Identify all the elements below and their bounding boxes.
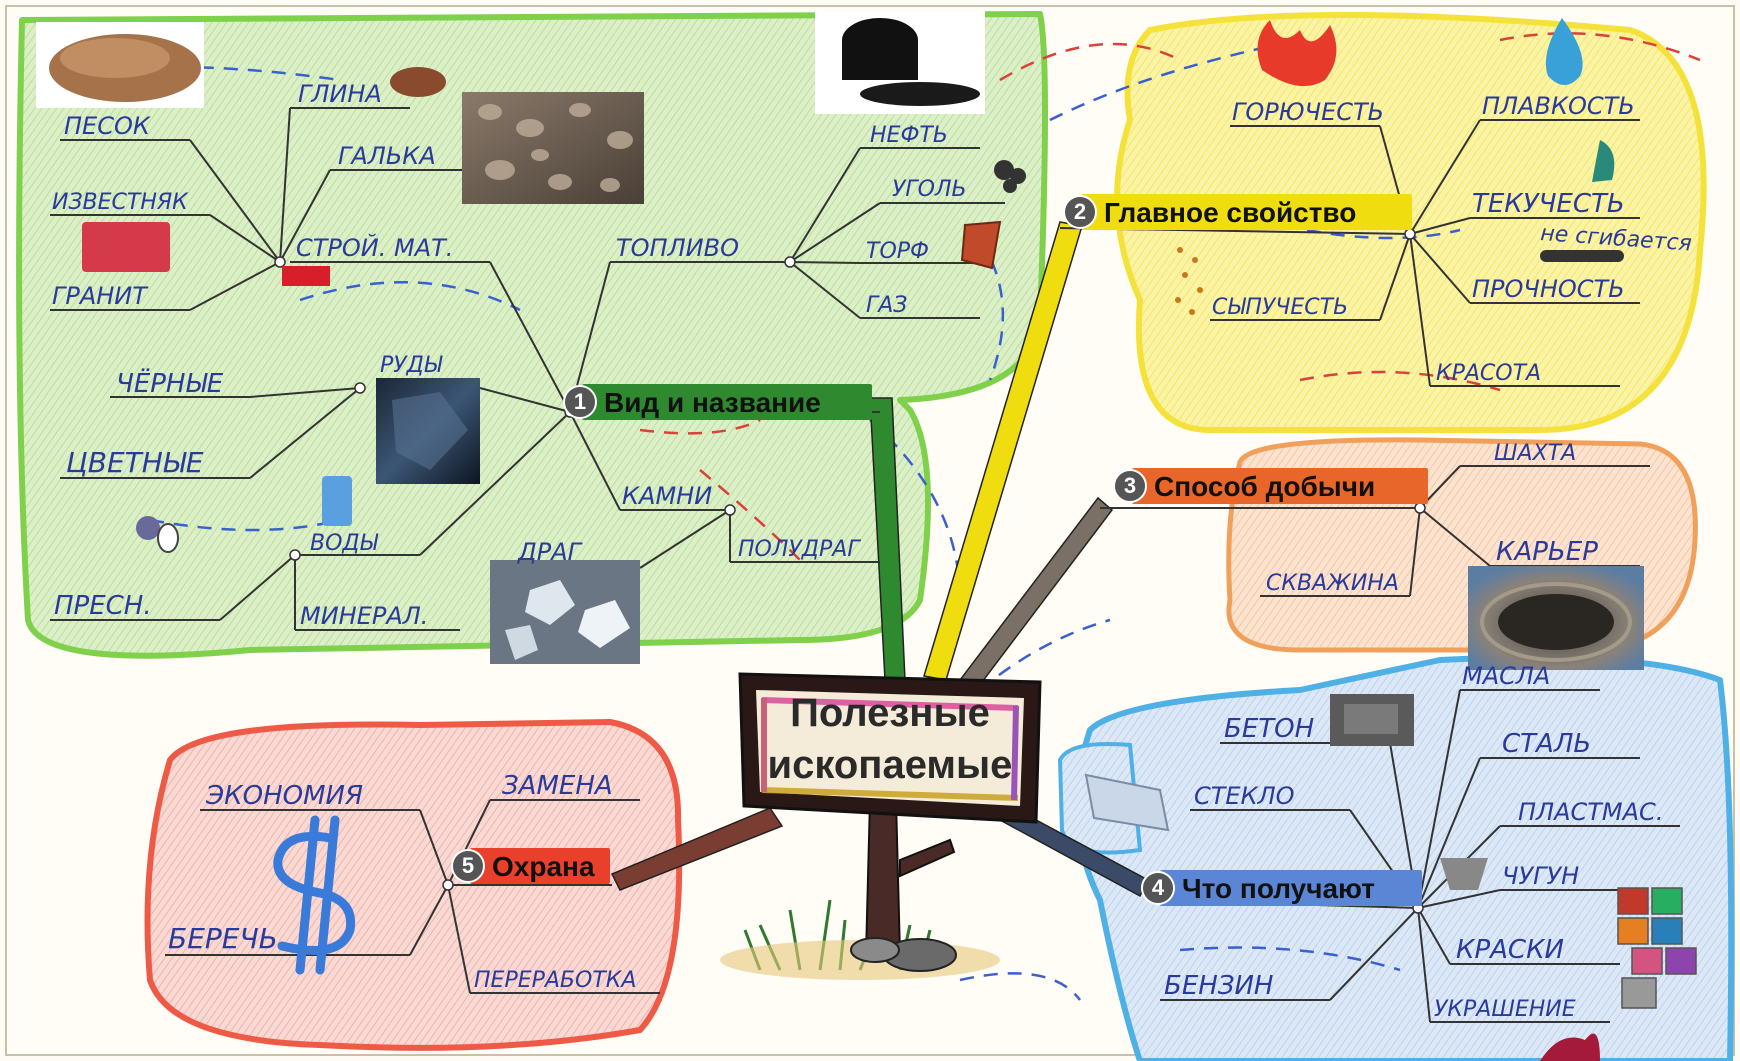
glass-picture [1084, 773, 1170, 832]
branch-b2-number: 2 [1074, 199, 1086, 224]
branch-1-badge [563, 384, 872, 420]
jewel-drawing [1540, 1033, 1600, 1061]
node-torf: ТОРФ [866, 239, 929, 264]
branch-junctions [274, 228, 1426, 914]
branch-b5-label: Охрана [492, 851, 595, 882]
sand-pile-picture [36, 22, 204, 108]
node-poludrag: ПОЛУДРАГ [738, 537, 861, 562]
cup-drawing [1440, 858, 1488, 890]
pebbles-photo [462, 92, 644, 204]
flame-drawing [1257, 20, 1337, 87]
node-berech: БЕРЕЧЬ [168, 922, 278, 955]
node-steklo: СТЕКЛО [1194, 782, 1295, 810]
branch-b1-number: 1 [574, 389, 586, 414]
node-plastmas: ПЛАСТМАС. [1518, 798, 1663, 826]
signpost [720, 672, 1042, 980]
node-ukrashenie: УКРАШЕНИЕ [1434, 997, 1576, 1022]
coal-picture [994, 160, 1026, 193]
node-vody: ВОДЫ [310, 531, 379, 556]
branch-b2-label: Главное свойство [1104, 197, 1356, 228]
water-drop-drawing [1545, 18, 1583, 85]
node-neft: НЕФТЬ [870, 123, 948, 148]
node-shakhta: ШАХТА [1494, 441, 1576, 466]
center-title-line1: Полезные [790, 691, 990, 735]
node-toplivo: ТОПЛИВО [616, 234, 739, 262]
paint-cans-picture [1617, 887, 1697, 1009]
red-region [144, 719, 683, 1051]
node-zamena: ЗАМЕНА [502, 771, 613, 801]
branch-b4-label: Что получают [1182, 873, 1375, 904]
node-prochnost: ПРОЧНОСТЬ [1472, 275, 1625, 303]
node-chernye: ЧЁРНЫЕ [116, 367, 224, 399]
branch-4-badge [1141, 870, 1422, 906]
node-ugol: УГОЛЬ [892, 177, 967, 202]
node-gaz: ГАЗ [866, 293, 907, 318]
node-mineral: МИНЕРАЛ. [300, 602, 428, 630]
diamonds-photo [490, 560, 640, 664]
node-pererabotka: ПЕРЕРАБОТКА [474, 968, 636, 993]
trunk-5 [610, 807, 784, 891]
node-izvestnyak: ИЗВЕСТНЯК [52, 190, 189, 215]
concrete-picture [1330, 694, 1414, 746]
branch-b3-label: Способ добычи [1154, 471, 1375, 502]
oil-barrel-picture [815, 10, 985, 114]
branch-3-badge [1113, 468, 1428, 504]
node-sypuchest: СЫПУЧЕСТЬ [1212, 295, 1348, 320]
node-beton: БЕТОН [1224, 714, 1314, 744]
ore-photo [376, 378, 480, 484]
node-maslo: МАСЛА [1462, 662, 1550, 690]
node-stroimat: СТРОЙ. МАТ. [296, 233, 453, 262]
node-tsvetnye: ЦВЕТНЫЕ [66, 446, 204, 479]
node-goryuchest: ГОРЮЧЕСТЬ [1232, 98, 1384, 126]
node-plavkost: ПЛАВКОСТЬ [1482, 92, 1635, 120]
yellow-region-art [1175, 18, 1624, 315]
node-tekuchest: ТЕКУЧЕСТЬ [1472, 189, 1625, 219]
quarry-photo [1468, 566, 1644, 670]
node-skvazhina: СКВАЖИНА [1266, 571, 1399, 596]
node-granit: ГРАНИТ [52, 282, 149, 310]
node-glina: ГЛИНА [298, 80, 382, 108]
presn-water-drawing [136, 516, 179, 553]
torf-picture [960, 220, 1002, 270]
node-benzin: БЕНЗИН [1164, 971, 1273, 1001]
node-presn: ПРЕСН. [54, 591, 152, 621]
water-drawing [322, 476, 352, 526]
branch-5-badge [451, 848, 610, 884]
node-chugun: ЧУГУН [1502, 862, 1579, 890]
node-stal: СТАЛЬ [1502, 729, 1591, 759]
branch-b4-number: 4 [1152, 875, 1165, 900]
branch-2-badge [1063, 194, 1412, 230]
node-rudy: РУДЫ [380, 353, 443, 378]
node-pesok: ПЕСОК [64, 112, 151, 140]
clay-picture [390, 67, 446, 97]
node-kamni: КАМНИ [622, 482, 712, 510]
branch-b5-number: 5 [462, 853, 474, 878]
node-krasota: КРАСОТА [1436, 361, 1541, 386]
branch-b1-label: Вид и название [604, 387, 821, 418]
node-galka: ГАЛЬКА [338, 142, 436, 170]
node-ekonomiya: ЭКОНОМИЯ [205, 781, 363, 811]
node-drag: ДРАГ [517, 538, 583, 566]
center-title-line2: ископаемые [768, 743, 1013, 787]
branch-b3-number: 3 [1124, 473, 1136, 498]
dollar-sign-drawing [273, 815, 356, 975]
node-kraski: КРАСКИ [1456, 935, 1564, 965]
node-karer: КАРЬЕР [1496, 537, 1598, 567]
limestone-sticker [82, 222, 170, 272]
granite-sticker [282, 266, 330, 286]
